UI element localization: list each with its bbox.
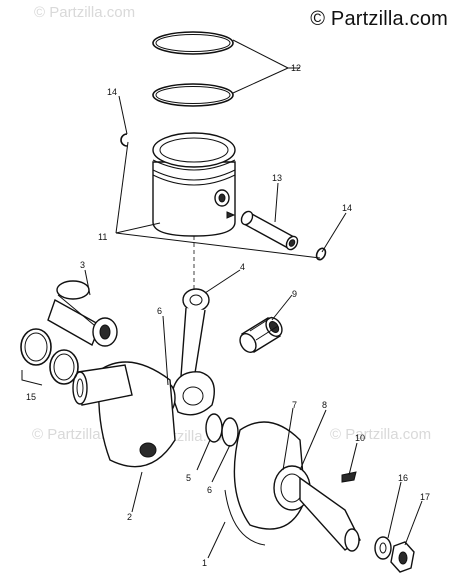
connecting-rod[interactable] — [171, 288, 215, 416]
nut[interactable] — [390, 541, 415, 573]
crankshaft-left[interactable] — [72, 361, 176, 468]
callout-5: 5 — [186, 473, 191, 483]
seal-inner[interactable] — [49, 349, 79, 385]
callout-15: 15 — [26, 392, 36, 402]
callout-14: 14 — [107, 87, 117, 97]
circlip-left[interactable] — [120, 133, 128, 147]
circlip-right[interactable] — [315, 247, 327, 261]
main-bearing-left[interactable] — [47, 280, 118, 347]
callout-16: 16 — [398, 473, 408, 483]
piston[interactable] — [152, 132, 236, 237]
callout-6: 6 — [207, 485, 212, 495]
callout-8: 8 — [322, 400, 327, 410]
piston-pin[interactable] — [239, 209, 300, 251]
callout-3: 3 — [80, 260, 85, 270]
crankshaft-right[interactable] — [224, 421, 361, 552]
callout-17: 17 — [420, 492, 430, 502]
callout-10: 10 — [355, 433, 365, 443]
watermark: © Partzilla.com — [34, 4, 136, 21]
crank-pin[interactable] — [221, 417, 239, 447]
callout-7: 7 — [292, 400, 297, 410]
callout-4: 4 — [240, 262, 245, 272]
piston-ring-top[interactable] — [152, 31, 234, 55]
woodruff-key[interactable] — [341, 471, 357, 483]
small-end-bearing[interactable] — [237, 315, 285, 355]
thrust-washer-right[interactable] — [205, 413, 223, 443]
watermark: © Partzilla.com — [330, 426, 432, 443]
callout-12: 12 — [291, 63, 301, 73]
callout-2: 2 — [127, 512, 132, 522]
callout-1: 1 — [202, 558, 207, 568]
washer[interactable] — [374, 536, 392, 560]
callout-13: 13 — [272, 173, 282, 183]
piston-ring-second[interactable] — [152, 83, 234, 107]
piston-rings[interactable] — [152, 31, 234, 107]
callout-6: 6 — [157, 306, 162, 316]
callout-9: 9 — [292, 289, 297, 299]
callout-14: 14 — [342, 203, 352, 213]
seal-outer[interactable] — [20, 328, 52, 366]
brand-logo: © Partzilla.com — [310, 8, 448, 30]
callout-11: 11 — [98, 232, 107, 242]
